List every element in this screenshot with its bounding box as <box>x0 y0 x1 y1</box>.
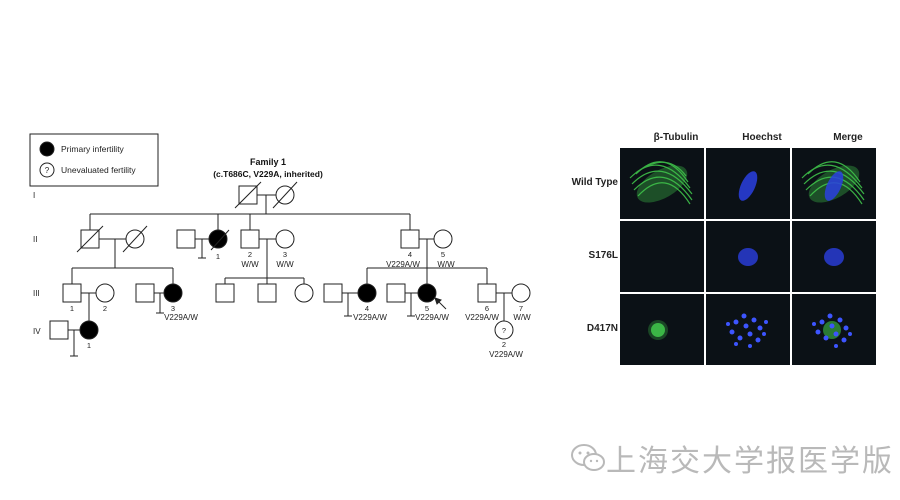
III-spouse-male-5 <box>386 283 406 303</box>
id-II-1: 1 <box>216 252 220 261</box>
id-III-6: 6 <box>485 304 489 313</box>
legend-unknown-symbol <box>39 162 55 178</box>
watermark-text: 上海交大学报医学版 <box>606 444 894 479</box>
IV-spouse-male <box>49 320 69 340</box>
watermark: 上海交大学报医学版 <box>570 438 894 479</box>
id-III-5: 5 <box>425 304 429 313</box>
id-III-7: 7 <box>519 304 523 313</box>
III-4-affected-female <box>357 283 377 303</box>
family-subtitle: (c.T686C, V229A, inherited) <box>213 169 323 179</box>
genotype-II-3: W/W <box>276 260 294 269</box>
genotype-II-4: V229A/W <box>386 260 420 269</box>
III-6-male <box>477 283 497 303</box>
II-4-male <box>400 229 420 249</box>
generation-label-II: II <box>33 235 37 244</box>
III-7-female <box>511 283 531 303</box>
row-label-s176l: S176L <box>588 250 618 261</box>
generation-label-IV: IV <box>33 327 41 336</box>
IV-2-question-mark: ? <box>502 326 506 335</box>
legend-affected-symbol <box>39 141 55 157</box>
panel-d417n-hoechst <box>706 294 790 365</box>
genotype-II-2: W/W <box>241 260 259 269</box>
panel-wt-hoechst <box>706 148 790 219</box>
id-II-3: 3 <box>283 250 287 259</box>
genotype-III-5: V229A/W <box>415 313 449 322</box>
legend-box <box>29 133 159 187</box>
IV-2-unevaluated-female <box>494 320 514 340</box>
III-sib-female <box>294 283 314 303</box>
id-III-2: 2 <box>103 304 107 313</box>
III-1-male <box>62 283 82 303</box>
id-III-3: 3 <box>171 304 175 313</box>
panel-wt-merge <box>792 148 876 219</box>
column-header-hoechst: Hoechst <box>742 132 782 143</box>
panel-s176l-tubulin <box>620 221 704 292</box>
id-III-4: 4 <box>365 304 369 313</box>
II-5-female <box>433 229 453 249</box>
IV-1-affected-female <box>79 320 99 340</box>
III-5-proband-affected-female <box>417 283 437 303</box>
column-header-tubulin: β-Tubulin <box>653 132 699 143</box>
id-II-4: 4 <box>408 250 412 259</box>
III-sib-male-b <box>257 283 277 303</box>
id-II-2: 2 <box>248 250 252 259</box>
panel-wt-tubulin <box>620 148 704 219</box>
generation-label-I: I <box>33 191 35 200</box>
II-1-affected-female <box>208 229 228 249</box>
id-III-1: 1 <box>70 304 74 313</box>
II-2-male <box>240 229 260 249</box>
column-header-merge: Merge <box>833 132 863 143</box>
III-sib-male-a <box>215 283 235 303</box>
legend-unknown-label: Unevaluated fertility <box>61 165 136 175</box>
genotype-III-7: W/W <box>513 313 531 322</box>
III-3-affected-female <box>163 283 183 303</box>
microscopy-figure: β-Tubulin Hoechst Merge Wild Type S176L … <box>560 120 890 370</box>
row-label-wild-type: Wild Type <box>571 177 618 188</box>
genotype-III-3: V229A/W <box>164 313 198 322</box>
genotype-III-4: V229A/W <box>353 313 387 322</box>
legend-question-mark: ? <box>45 166 50 175</box>
genotype-III-6: V229A/W <box>465 313 499 322</box>
id-II-5: 5 <box>441 250 445 259</box>
genotype-II-5: W/W <box>437 260 455 269</box>
family-title: Family 1 <box>250 157 286 167</box>
legend-affected-label: Primary infertility <box>61 144 125 154</box>
III-spouse-male <box>135 283 155 303</box>
wechat-icon <box>571 444 605 471</box>
generation-label-III: III <box>33 289 40 298</box>
panel-s176l-merge <box>792 221 876 292</box>
id-IV-1: 1 <box>87 341 91 350</box>
III-2-female <box>95 283 115 303</box>
id-IV-2: 2 <box>502 340 506 349</box>
pedigree-chart: Primary infertility Unevaluated fertilit… <box>29 133 531 359</box>
genotype-IV-2: V229A/W <box>489 350 523 359</box>
panel-s176l-hoechst <box>706 221 790 292</box>
panel-d417n-merge <box>792 294 876 365</box>
II-spouse-male <box>176 229 196 249</box>
II-3-female <box>275 229 295 249</box>
row-label-d417n: D417N <box>586 323 618 334</box>
panel-d417n-tubulin <box>620 294 704 365</box>
III-spouse-male-4 <box>323 283 343 303</box>
